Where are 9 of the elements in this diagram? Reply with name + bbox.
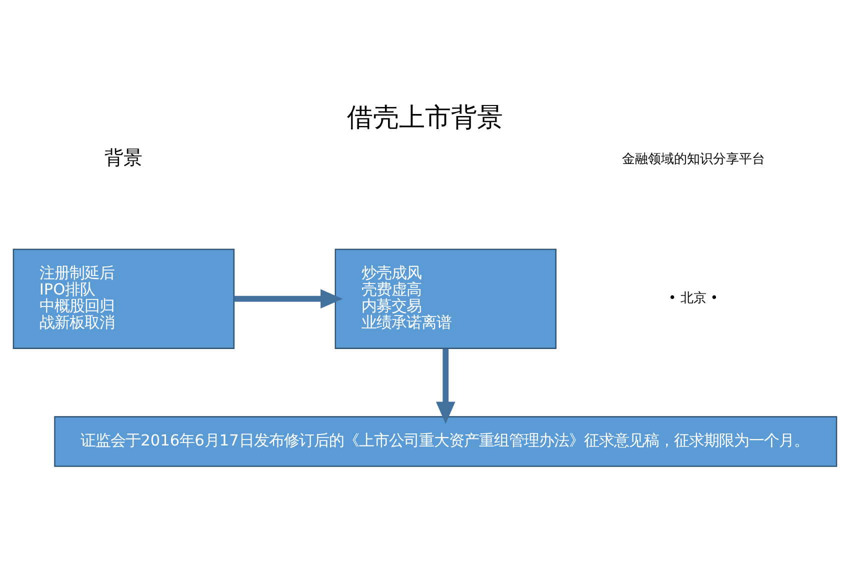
arrow (436, 348, 456, 424)
arrow (234, 288, 343, 308)
node-box: 证监会于2016年6月17日发布修订后的《上市公司重大资产重组管理办法》征求意见稿，征求期限为一个月。 (54, 416, 838, 466)
label: • 北京 • (668, 290, 718, 306)
label: 背景 (104, 146, 143, 169)
node-box: 炒壳成风 壳费虚高 内募交易 业绩承诺离谱 (334, 248, 556, 348)
diagram-title: 借壳上市背景 (347, 102, 503, 133)
label: 金融领域的知识分享平台 (622, 151, 765, 166)
node-box: 注册制延后 IPO排队 中概股回归 战新板取消 (12, 248, 235, 348)
